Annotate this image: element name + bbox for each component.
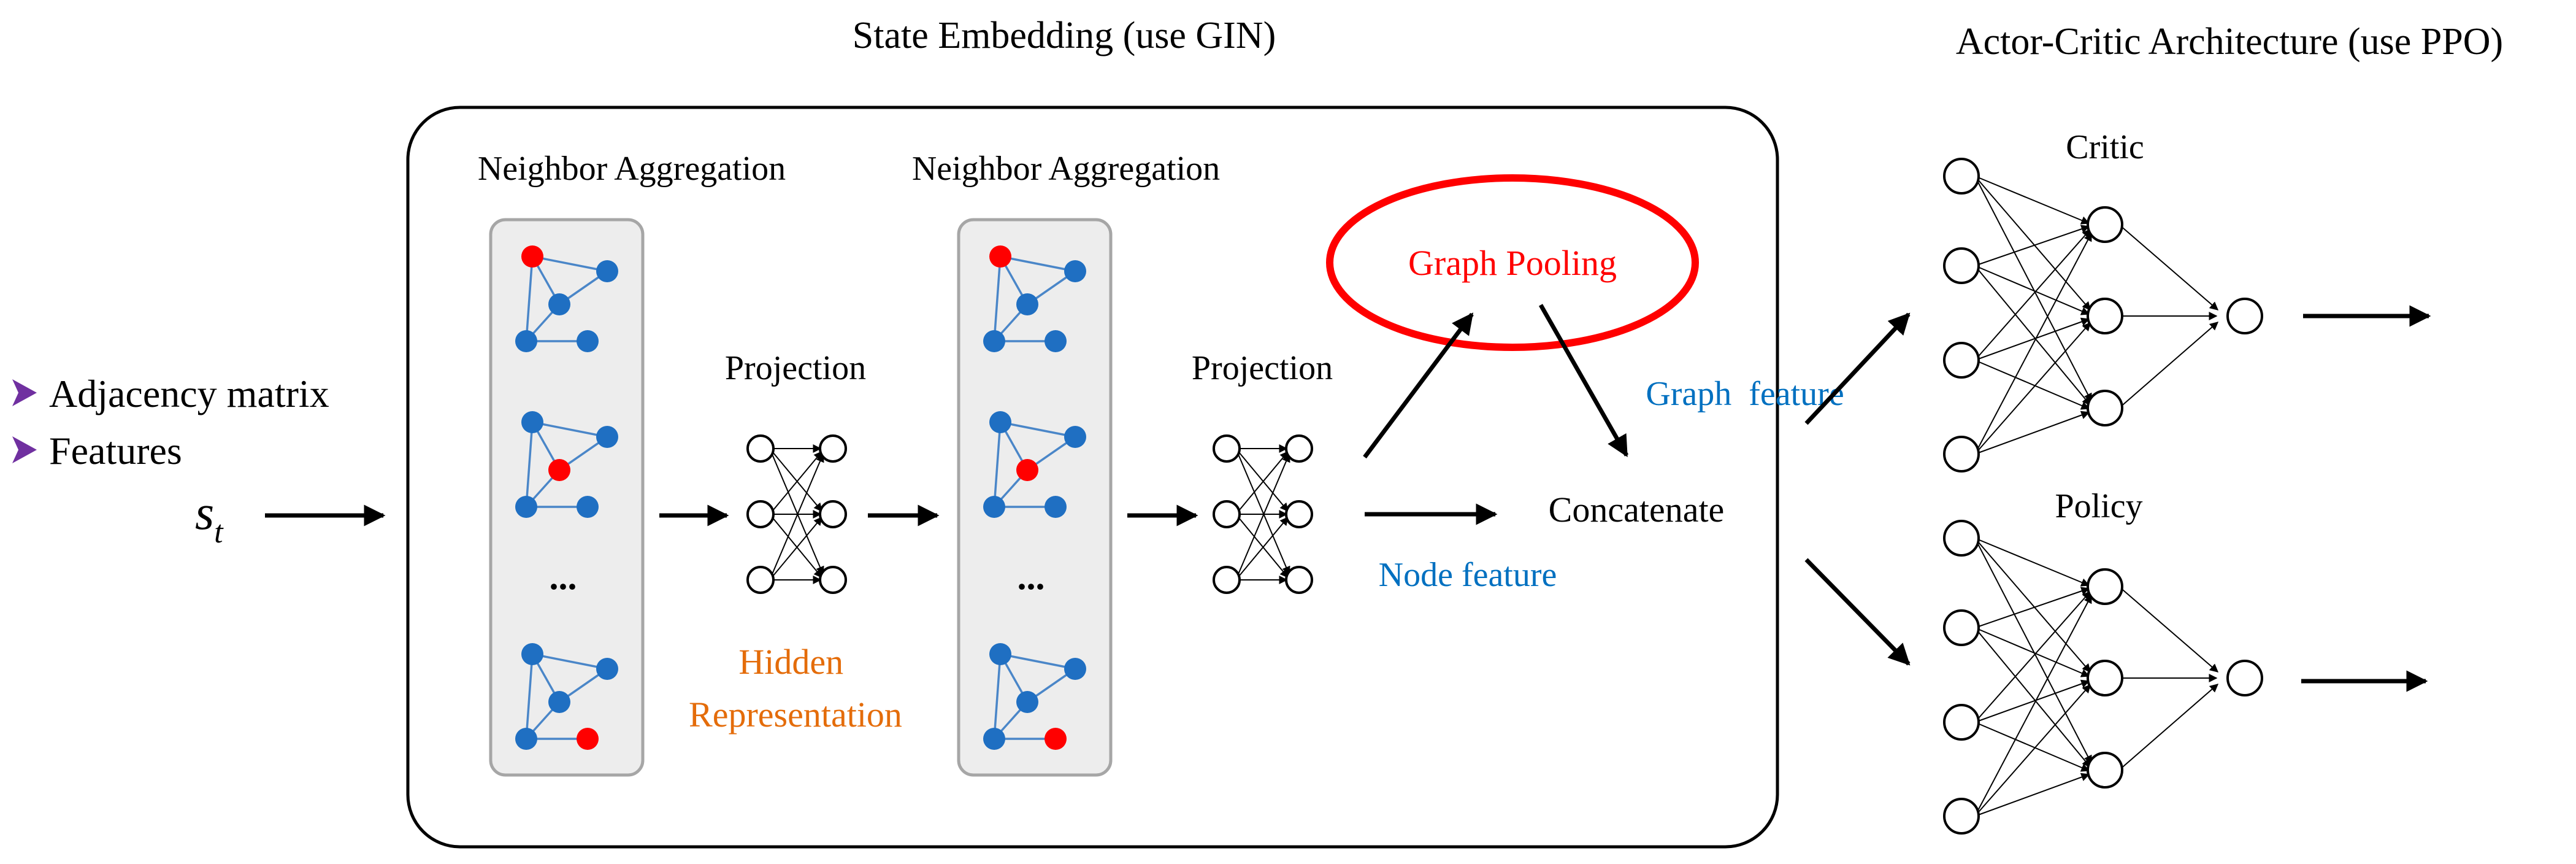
input-item-adjacency: Adjacency matrix xyxy=(49,372,329,415)
state-embedding-box xyxy=(406,106,1779,849)
aggregation-label-1: Neighbor Aggregation xyxy=(478,150,786,188)
bullet-arrow-icon xyxy=(12,379,37,406)
ellipsis: ... xyxy=(1018,557,1045,597)
projection-mlp-2 xyxy=(1213,434,1313,594)
projection-label-1: Projection xyxy=(725,349,866,387)
input-item-features: Features xyxy=(49,429,182,472)
graph-stack-1: ... xyxy=(515,245,618,750)
node-feature-label: Node feature xyxy=(1379,556,1557,594)
ellipsis: ... xyxy=(550,557,577,597)
graph-icon xyxy=(515,245,618,352)
bullet-arrow-icon xyxy=(12,436,37,463)
graph-icon xyxy=(983,245,1086,352)
policy-label: Policy xyxy=(2055,487,2142,525)
projection-mlp-1 xyxy=(746,434,847,594)
graph-icon xyxy=(983,643,1086,750)
graph-pooling-label: Graph Pooling xyxy=(1408,243,1617,283)
input-list: Adjacency matrix Features st xyxy=(12,372,329,550)
concatenate-label: Concatenate xyxy=(1549,490,1725,530)
graph-stack-2: ... xyxy=(983,245,1086,750)
arrow-to-policy xyxy=(1804,558,1911,666)
graph-pooling-ellipse xyxy=(1326,174,1699,351)
arrow-to-critic xyxy=(1804,312,1911,425)
graph-icon xyxy=(983,411,1086,518)
aggregation-panel-2 xyxy=(957,218,1113,777)
graph-icon xyxy=(515,411,618,518)
aggregation-panel-1 xyxy=(489,218,645,777)
graph-feature-label: Graph feature xyxy=(1646,375,1844,413)
state-embedding-title: State Embedding (use GIN) xyxy=(853,15,1276,56)
projection-label-2: Projection xyxy=(1192,349,1333,387)
critic-network xyxy=(1943,158,2263,472)
critic-label: Critic xyxy=(2066,128,2144,166)
arrow-to-pooling xyxy=(1363,312,1474,459)
policy-network xyxy=(1943,520,2263,835)
aggregation-label-2: Neighbor Aggregation xyxy=(912,150,1220,188)
actor-critic-title: Actor-Critic Architecture (use PPO) xyxy=(1956,21,2503,63)
arrow-from-pooling xyxy=(1538,304,1629,458)
hidden-representation-label: Hidden Representation xyxy=(689,642,902,735)
state-symbol: st xyxy=(195,486,224,550)
graph-icon xyxy=(515,643,618,750)
